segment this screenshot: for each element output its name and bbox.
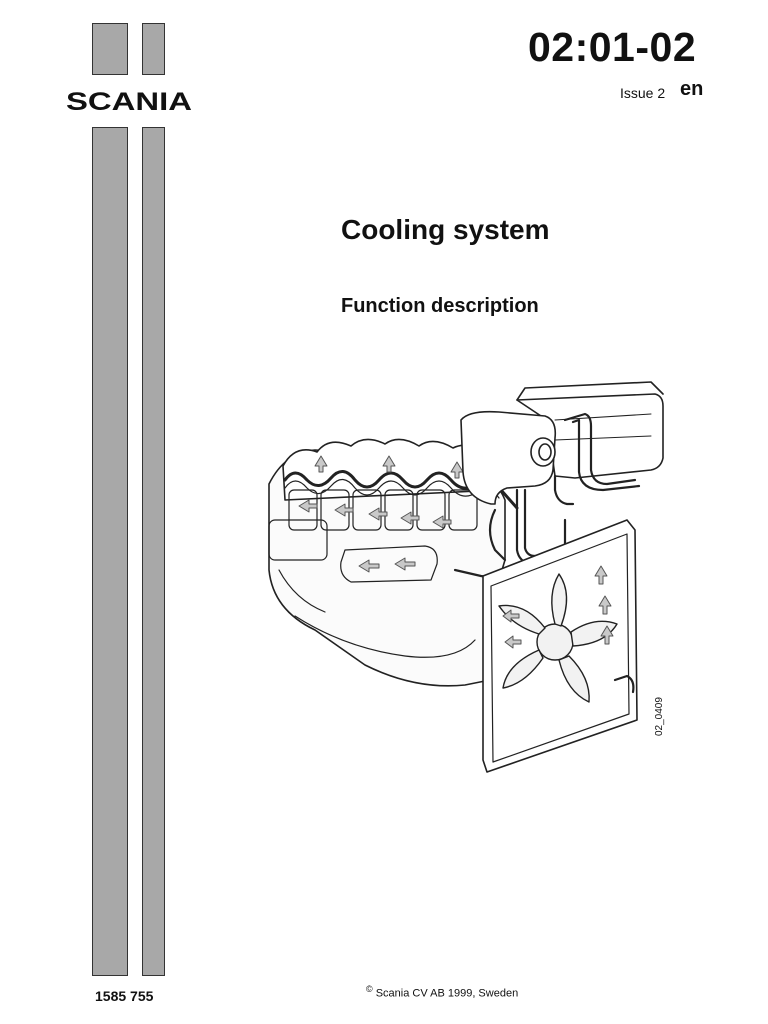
copyright-symbol: © [366,984,373,994]
copyright-text: Scania CV AB 1999, Sweden [375,987,519,1000]
side-bar-long-right [142,127,165,976]
document-number: 02:01-02 [528,24,697,70]
coolant-channel [283,470,519,510]
figure-code: 02_0409 [654,697,665,736]
expansion-tank [460,410,557,505]
side-bar-long-left [92,127,128,976]
scania-logo: SCANIA [66,90,192,112]
page-subtitle: Function description [341,295,539,317]
part-number: 1585 755 [95,988,154,1004]
side-bar-top-right [142,23,165,75]
engine-cooling-system-illustration [268,381,664,773]
language-code: en [680,78,704,100]
copyright-notice: © Scania CV AB 1999, Sweden [366,984,518,1000]
flow-arrows-radiator [502,565,614,649]
engine-block-cells [268,489,478,658]
flow-arrows-engine [298,455,464,573]
issue-label: Issue 2 [620,85,666,101]
side-bar-top-left [92,23,128,75]
page-title: Cooling system [341,214,550,245]
svg-text:SCANIA: SCANIA [66,90,192,112]
